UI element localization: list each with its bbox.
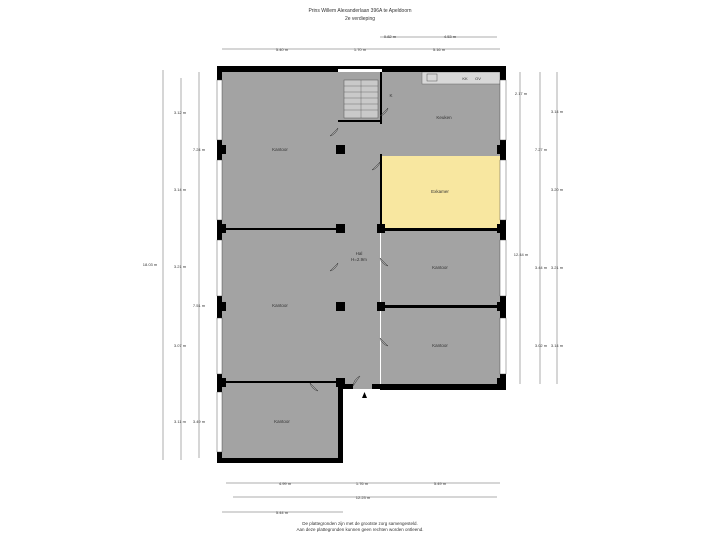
dim-top-3: 5.16 m [433,47,446,52]
dim-right-b1: 3.14 m [551,109,564,114]
sink-icon [426,73,438,82]
room-exkamer [381,156,500,228]
dim-left-a4: 3.07 m [174,343,187,348]
entrance-triangle-icon [362,392,367,398]
staircase-icon [343,79,379,119]
room-label-kantoor-4: Kantoor [432,265,448,270]
columns [217,145,506,387]
room-label-hal-height: H=2.9m [351,257,367,262]
dim-left-b3: 3.49 m [193,419,206,424]
dimension-lines-bottom [222,482,500,513]
dim-left-a5: 3.11 m [174,419,187,424]
dimension-lines-top [222,36,500,50]
dim-right-a5: 3.02 m [535,343,548,348]
plan-floor: 2e verdieping [344,16,376,22]
dim-left-a2: 3.14 m [174,187,187,192]
footer-disclaimer-line1: De plattegronden zijn met de grootste zo… [302,521,418,526]
dim-top-2: 1.70 m [354,47,367,52]
dim-left-b2: 7.51 m [193,303,206,308]
dim-left-a1: 3.12 m [174,110,187,115]
dim-top-1: 5.40 m [276,47,289,52]
room-label-kantoor-5: Kantoor [432,343,448,348]
room-kantoor-2 [222,229,338,383]
footer-disclaimer-line2: Aan deze plattegronden kunnen geen recht… [296,527,424,532]
dim-right-b2: 3.20 m [551,187,564,192]
dimension-lines-right [519,72,558,384]
room-keuken-corner [380,120,500,156]
dim-top-right: 4.53 m [444,34,457,39]
dim-right-a2: 7.27 m [535,147,548,152]
dim-left-total: 18.03 m [143,262,158,267]
room-kantoor-5 [381,308,500,384]
room-label-kantoor-1: Kantoor [272,147,288,152]
room-kantoor-4 [381,231,500,305]
dim-right-b3: 3.21 m [551,265,564,270]
appliance-label-1: KK [462,76,468,81]
dim-top-small: 0.82 m [384,34,397,39]
room-hal [338,124,380,389]
room-label-kantoor-3: Kantoor [274,419,290,424]
dim-bottom-1: 4.99 m [279,481,292,486]
dim-bottom-total: 12.23 m [356,495,371,500]
dimension-lines-left [162,70,200,460]
dim-left-a3: 3.21 m [174,264,187,269]
dim-right-a1: 2.17 m [515,91,528,96]
room-fills [222,72,500,458]
room-label-exkamer: Exkamer [431,189,449,194]
room-label-keuken-k: K [389,93,392,98]
dim-left-b1: 7.24 m [193,147,206,152]
dim-right-a3: 12.44 m [514,252,529,257]
dim-bottom-3: 5.49 m [434,481,447,486]
dim-right-a4: 3.44 m [535,265,548,270]
doors [309,107,389,392]
dim-bottom-2: 1.76 m [356,481,369,486]
plan-address: Prins Willem Alexanderlaan 396A te Apeld… [308,8,412,14]
windows [216,79,507,453]
room-label-keuken: Keuken [436,115,452,120]
room-kantoor-3 [222,383,338,458]
dim-right-b4: 3.14 m [551,343,564,348]
room-label-kantoor-2: Kantoor [272,303,288,308]
dim-bottom-last: 5.44 m [276,510,289,515]
room-kantoor-1 [222,72,338,229]
appliance-label-2: OV [475,76,481,81]
room-label-hal: Hal [356,251,363,256]
